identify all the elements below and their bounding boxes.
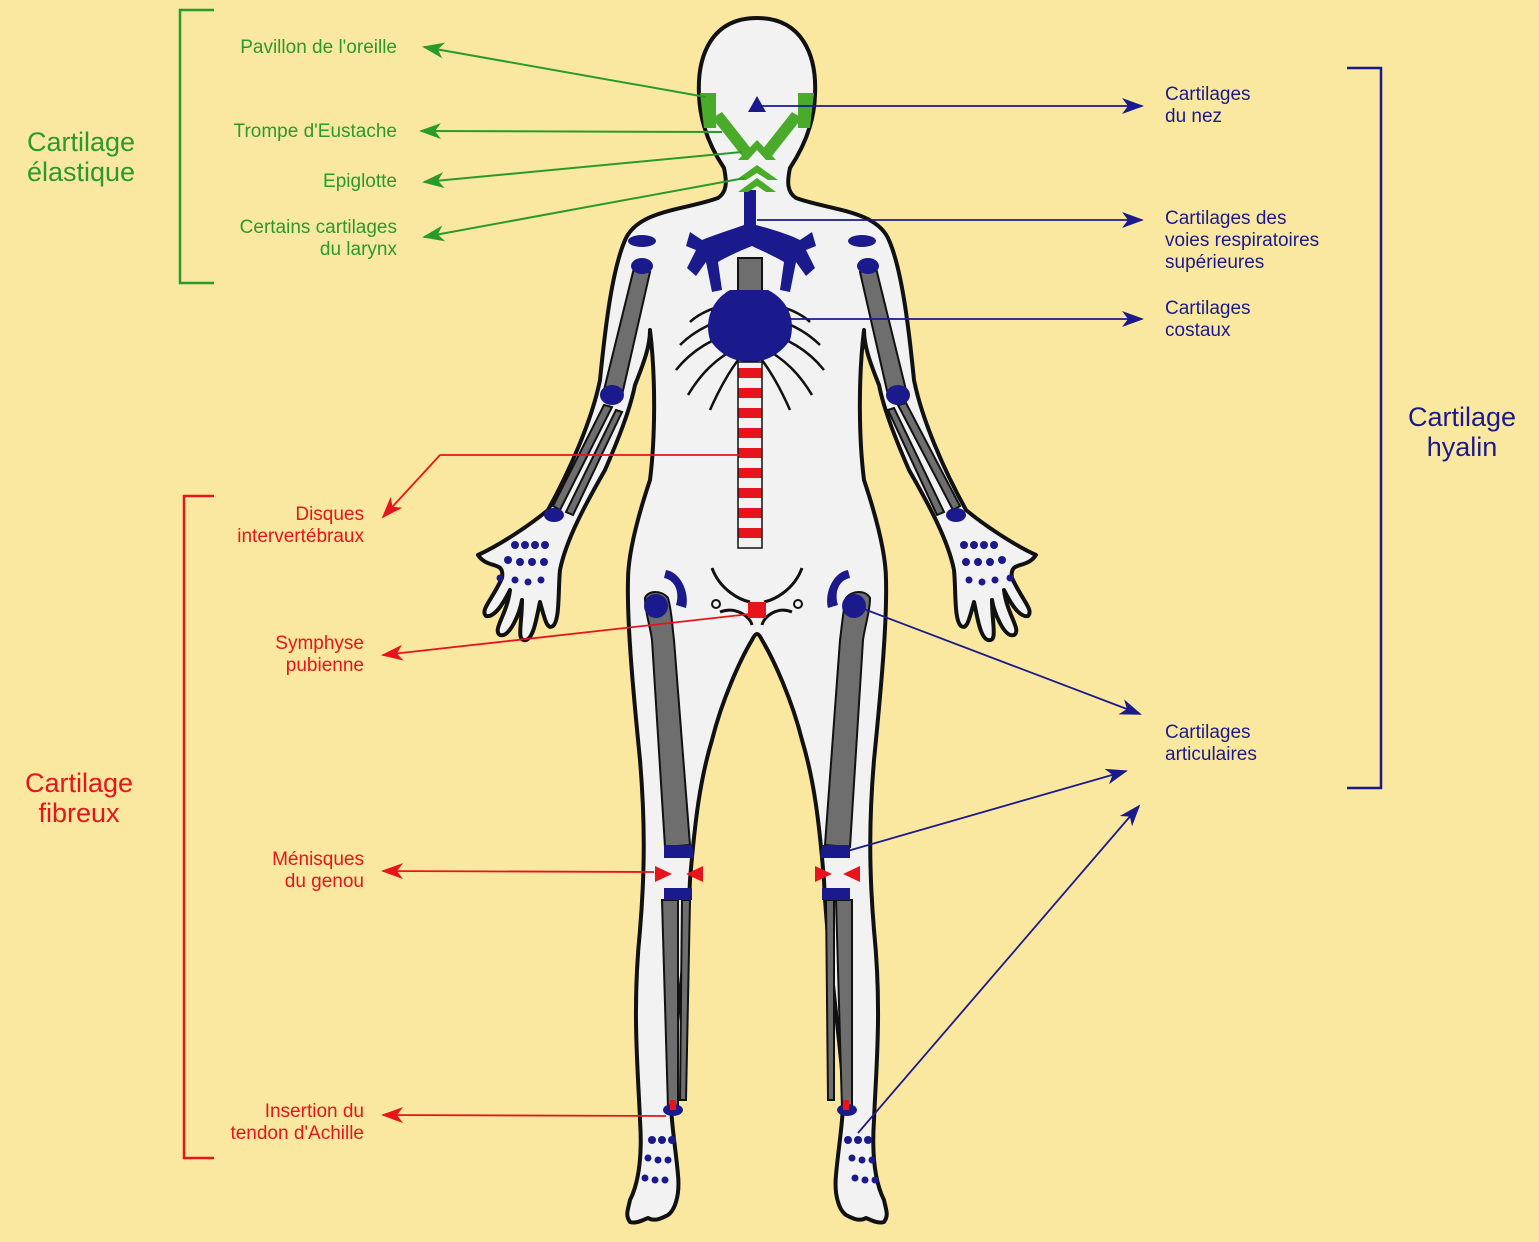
fibrous-bracket: [184, 496, 214, 1158]
body-outline: [478, 18, 1036, 1223]
right-tibia: [836, 900, 852, 1108]
nose-label: Cartilages du nez: [1165, 84, 1365, 128]
articular-label: Cartilages articulaires: [1165, 722, 1365, 766]
costal-label: Cartilages costaux: [1165, 298, 1365, 342]
fibrous-group-title: Cartilage fibreux: [4, 768, 154, 828]
eustachian-label: Trompe d'Eustache: [150, 121, 397, 143]
ear-label: Pavillon de l'oreille: [150, 37, 397, 59]
symphysis-label: Symphyse pubienne: [150, 633, 364, 677]
achilles-label: Insertion du tendon d'Achille: [150, 1101, 364, 1145]
epiglottis-label: Epiglotte: [150, 171, 397, 193]
airways-label: Cartilages des voies respiratoires supér…: [1165, 208, 1385, 274]
menisci-label: Ménisques du genou: [150, 849, 364, 893]
left-fibula: [680, 900, 690, 1100]
larynx-label: Certains cartilages du larynx: [150, 217, 397, 261]
right-fibula: [826, 900, 834, 1100]
costal-cartilage: [708, 290, 792, 362]
elastic-group-title: Cartilage élastique: [6, 127, 156, 187]
hyaline-group-title: Cartilage hyalin: [1387, 402, 1537, 462]
hyaline-bracket: [1347, 68, 1381, 788]
discs-label: Disques intervertébraux: [150, 504, 364, 548]
